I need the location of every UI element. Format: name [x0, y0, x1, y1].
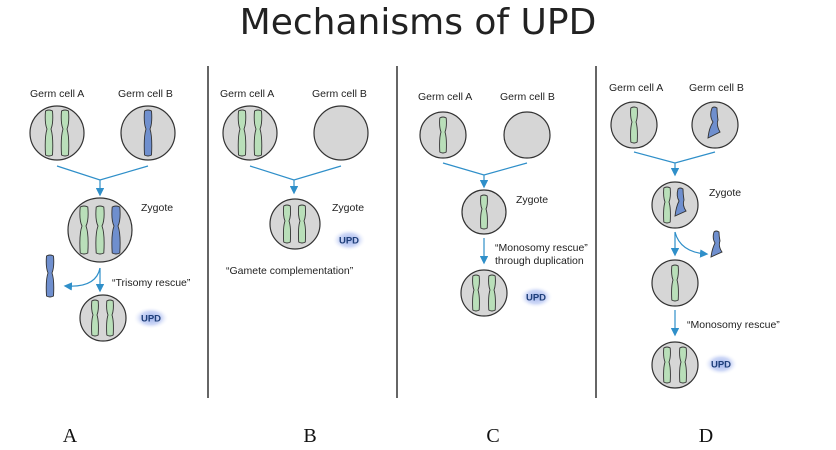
- monosomy-rescue-caption: “Monosomy rescue”: [687, 319, 780, 331]
- upd-badge: UPD: [141, 314, 161, 325]
- germ-cell-a-label: Germ cell A: [30, 88, 84, 100]
- zygote-label: Zygote: [332, 202, 364, 214]
- chromosome-maternal: [44, 109, 54, 157]
- zygote-monosomic: [461, 189, 507, 235]
- through-duplication-caption: through duplication: [495, 255, 584, 267]
- cell-monosomic: [651, 259, 699, 307]
- upd-badge: UPD: [526, 293, 546, 304]
- upd-glow: [332, 229, 366, 251]
- germ-cell-b-label: Germ cell B: [312, 88, 367, 100]
- panel-a: Germ cell A Germ cell B Zygote: [29, 88, 191, 447]
- merge-arrow: [442, 162, 528, 186]
- panel-c: Germ cell A Germ cell B Zygote “Monosomy…: [418, 91, 588, 447]
- germ-cell-b: [120, 105, 176, 161]
- chromosome-paternal: [143, 109, 153, 157]
- chromosome-paternal-broken: [707, 106, 721, 139]
- merge-arrow: [633, 151, 716, 174]
- panel-letter-c: C: [486, 425, 499, 447]
- zygote-label: Zygote: [709, 187, 741, 199]
- panel-letter-b: B: [303, 425, 316, 447]
- germ-cell-a: [610, 101, 658, 149]
- germ-cell-a-label: Germ cell A: [418, 91, 472, 103]
- germ-cell-b-empty: [313, 105, 369, 161]
- zygote-trisomic: [67, 197, 133, 263]
- upd-badge: UPD: [339, 236, 359, 247]
- chromosome-maternal: [60, 109, 70, 157]
- gamete-complementation-caption: “Gamete complementation”: [226, 265, 354, 277]
- panel-b: Germ cell A Germ cell B Zygote UPD “Game…: [220, 88, 369, 447]
- germ-cell-a-label: Germ cell A: [220, 88, 274, 100]
- germ-cell-b-label: Germ cell B: [689, 82, 744, 94]
- loss-arrow: [63, 267, 101, 291]
- panel-d: Germ cell A Germ cell B Zygote “Monosomy…: [609, 82, 780, 447]
- merge-arrow: [249, 165, 342, 192]
- upd-glow: [133, 307, 169, 329]
- panel-letter-a: A: [63, 425, 78, 447]
- zygote-upd: [269, 198, 321, 250]
- lost-chromosome: [710, 230, 723, 258]
- germ-cell-a: [419, 111, 467, 159]
- result-cell-upd: [651, 341, 699, 389]
- page-title: Mechanisms of UPD: [239, 2, 597, 43]
- result-cell-upd: [79, 294, 127, 342]
- loss-arrow: [674, 231, 709, 258]
- zygote-label: Zygote: [141, 202, 173, 214]
- upd-glow: [704, 353, 738, 375]
- panel-letter-d: D: [699, 425, 713, 447]
- result-cell-upd: [460, 269, 508, 317]
- lost-chromosome: [45, 254, 55, 298]
- germ-cell-a-label: Germ cell A: [609, 82, 663, 94]
- germ-cell-b-label: Germ cell B: [500, 91, 555, 103]
- upd-glow: [519, 286, 553, 308]
- trisomy-rescue-caption: “Trisomy rescue”: [112, 277, 191, 289]
- germ-cell-a: [29, 105, 85, 161]
- germ-cell-b-label: Germ cell B: [118, 88, 173, 100]
- germ-cell-a: [222, 105, 278, 161]
- zygote-label: Zygote: [516, 194, 548, 206]
- upd-badge: UPD: [711, 360, 731, 371]
- monosomy-rescue-caption: “Monosomy rescue”: [495, 242, 588, 254]
- germ-cell-b-empty: [503, 111, 551, 159]
- chromosome-paternal-broken: [674, 187, 687, 217]
- merge-arrow: [56, 165, 149, 194]
- germ-cell-b: [691, 101, 739, 149]
- zygote-disomic: [651, 181, 699, 229]
